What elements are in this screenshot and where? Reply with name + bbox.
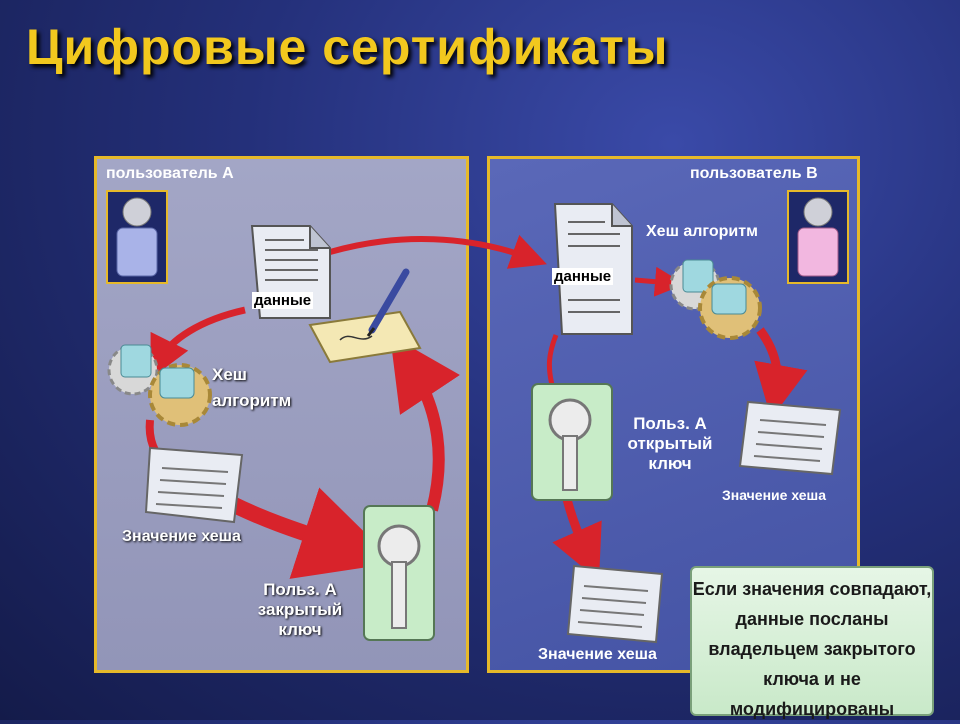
arrow-data-to-hash-b — [634, 266, 685, 297]
hash-algo-label-b: Хеш алгоритм — [646, 223, 758, 240]
conclusion-note: Если значения совпадают, данные посланы … — [690, 566, 934, 719]
hash-value-label-b1: Значение хеша — [722, 487, 826, 503]
arrow-key-to-doc — [390, 335, 460, 512]
user-b-label: пользователь В — [690, 165, 818, 182]
private-key-label: Польз. А закрытый ключ — [257, 580, 343, 639]
data-label-a: данные — [252, 292, 314, 309]
arrow-key-b-to-value — [552, 493, 602, 581]
gear-database-icon-a — [107, 344, 212, 427]
arrow-data-to-key-b — [546, 334, 559, 386]
slide-title: Цифровые сертификаты — [26, 19, 669, 75]
scroll-icon-b1 — [738, 400, 842, 476]
signed-paper-icon — [308, 310, 422, 364]
scroll-icon-b2 — [566, 564, 664, 644]
user-b-avatar-icon — [787, 190, 849, 284]
public-key-label: Польз. А открытый ключ — [627, 414, 713, 473]
key-icon-a — [363, 505, 435, 641]
arrow-doc-to-hash — [150, 306, 246, 379]
data-label-b: данные — [552, 268, 614, 285]
gear-database-icon-b — [669, 259, 762, 340]
pen-icon — [366, 268, 410, 337]
scroll-icon-a — [144, 446, 244, 524]
user-a-avatar-icon — [106, 190, 168, 284]
hash-value-label-b2: Значение хеша — [538, 646, 657, 663]
key-icon-b — [531, 383, 613, 501]
arrow-send-to-b — [329, 234, 547, 269]
user-a-label: пользователь А — [106, 165, 234, 182]
arrow-hash-b-to-value — [754, 327, 808, 419]
hash-algo-label-a: Хеш алгоритм — [212, 365, 292, 410]
hash-value-label-a: Значение хеша — [122, 528, 241, 545]
